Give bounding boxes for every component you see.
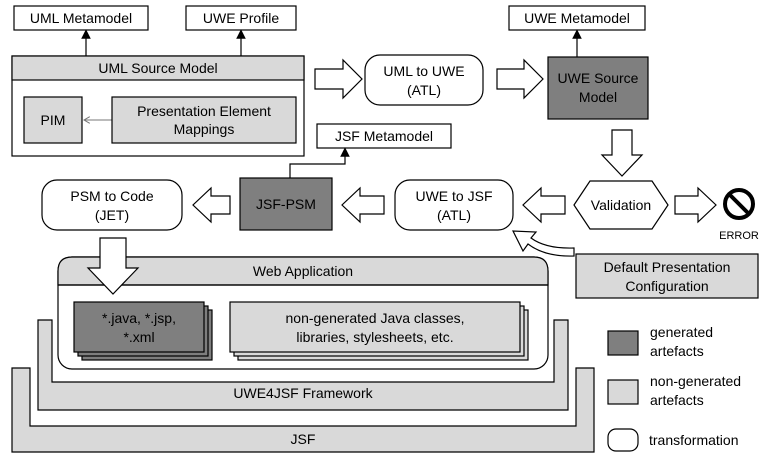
default-presentation-line1: Default Presentation [604,259,731,275]
psm-to-code-label-line2: (JET) [95,207,129,223]
jsf-label: JSF [291,431,316,447]
jsf-psm: JSF-PSM [239,177,333,231]
block-arrow-validation-to-error [674,186,717,224]
jsf-psm-label: JSF-PSM [256,196,316,212]
validation-label: Validation [591,197,651,213]
uwe-source-model-line2: Model [579,89,617,105]
uml-source-model: UML Source Model PIM Presentation Elemen… [11,55,305,157]
pem-label-line1: Presentation Element [137,103,271,119]
error-icon [723,188,755,220]
web-application-title: Web Application [253,263,353,279]
default-presentation-line2: Configuration [625,278,708,294]
uwe4jsf-label: UWE4JSF Framework [233,385,373,401]
pem-label-line2: Mappings [174,121,235,137]
block-arrow-jsfpsm-to-psm2code [192,186,231,224]
legend-transformation-label: transformation [649,432,738,448]
uml-metamodel-label: UML Metamodel [30,10,132,26]
jsf-metamodel-box: JSF Metamodel [316,123,452,149]
legend-nongenerated-swatch [607,379,639,405]
generated-artefacts-line2: *.xml [123,329,154,345]
legend-generated-line2: artefacts [650,343,704,359]
uwe-to-jsf-transformation: UWE to JSF (ATL) [394,179,514,231]
uwe-profile-label: UWE Profile [203,10,279,26]
uwe4jsf-framework-shape [37,319,569,411]
legend-generated-swatch [607,330,639,356]
uml-to-uwe-label-line1: UML to UWE [383,63,464,79]
uml-to-uwe-label-line2: (ATL) [407,82,441,98]
generated-artefacts-stack: *.java, *.jsp, *.xml [73,301,213,361]
nongenerated-artefacts-line2: libraries, stylesheets, etc. [296,329,453,345]
uwe-profile-box: UWE Profile [185,5,297,31]
pim-box [23,96,83,144]
psm-to-code-transformation: PSM to Code (JET) [41,179,183,231]
legend-generated-line1: generated [650,324,713,340]
nongenerated-artefacts-stack: non-generated Java classes, libraries, s… [229,301,529,361]
uwe-metamodel-label: UWE Metamodel [524,10,630,26]
block-arrow-default-config-to-uwe2jsf [512,230,575,257]
uml-source-model-title: UML Source Model [98,60,217,76]
block-arrow-psm2code-to-code [86,237,140,295]
validation-node: Validation [573,180,669,230]
block-arrow-uwesource-to-validation [600,129,644,177]
uwe-metamodel-box: UWE Metamodel [508,5,646,31]
uwe-to-jsf-label-line1: UWE to JSF [415,188,492,204]
jsf-metamodel-label: JSF Metamodel [335,128,433,144]
legend-nongenerated-line2: artefacts [650,392,704,408]
legend-nongenerated-line1: non-generated [650,373,741,389]
block-arrow-uwe2jsf-to-jsfpsm [341,186,385,224]
jsf-framework-shape [11,367,595,453]
generated-artefacts-line1: *.java, *.jsp, [102,310,176,326]
legend: generated artefacts non-generated artefa… [607,324,741,452]
error-label: ERROR [719,230,759,242]
uml-to-uwe-transformation: UML to UWE (ATL) [364,54,484,106]
default-presentation-configuration: Default Presentation Configuration [575,253,759,299]
block-arrow-source-to-uml2uwe [314,58,363,100]
uwe-to-jsf-label-line2: (ATL) [437,207,471,223]
uwe-source-model: UWE Source Model [547,56,649,120]
block-arrow-validation-to-uwe2jsf [522,186,566,224]
jsf-psm-to-metamodel-arrow [289,147,350,178]
web-application: Web Application *.java, *.jsp, *.xml non… [57,256,549,370]
uml-metamodel-box: UML Metamodel [13,5,149,31]
legend-transformation-swatch [607,428,639,452]
presentation-element-mappings-box [111,96,297,144]
nongenerated-artefacts-line1: non-generated Java classes, [286,310,465,326]
block-arrow-uml2uwe-to-uwesource [496,58,544,100]
psm-to-code-label-line1: PSM to Code [70,188,153,204]
uwe-source-model-line1: UWE Source [558,70,639,86]
pim-label: PIM [41,112,66,128]
